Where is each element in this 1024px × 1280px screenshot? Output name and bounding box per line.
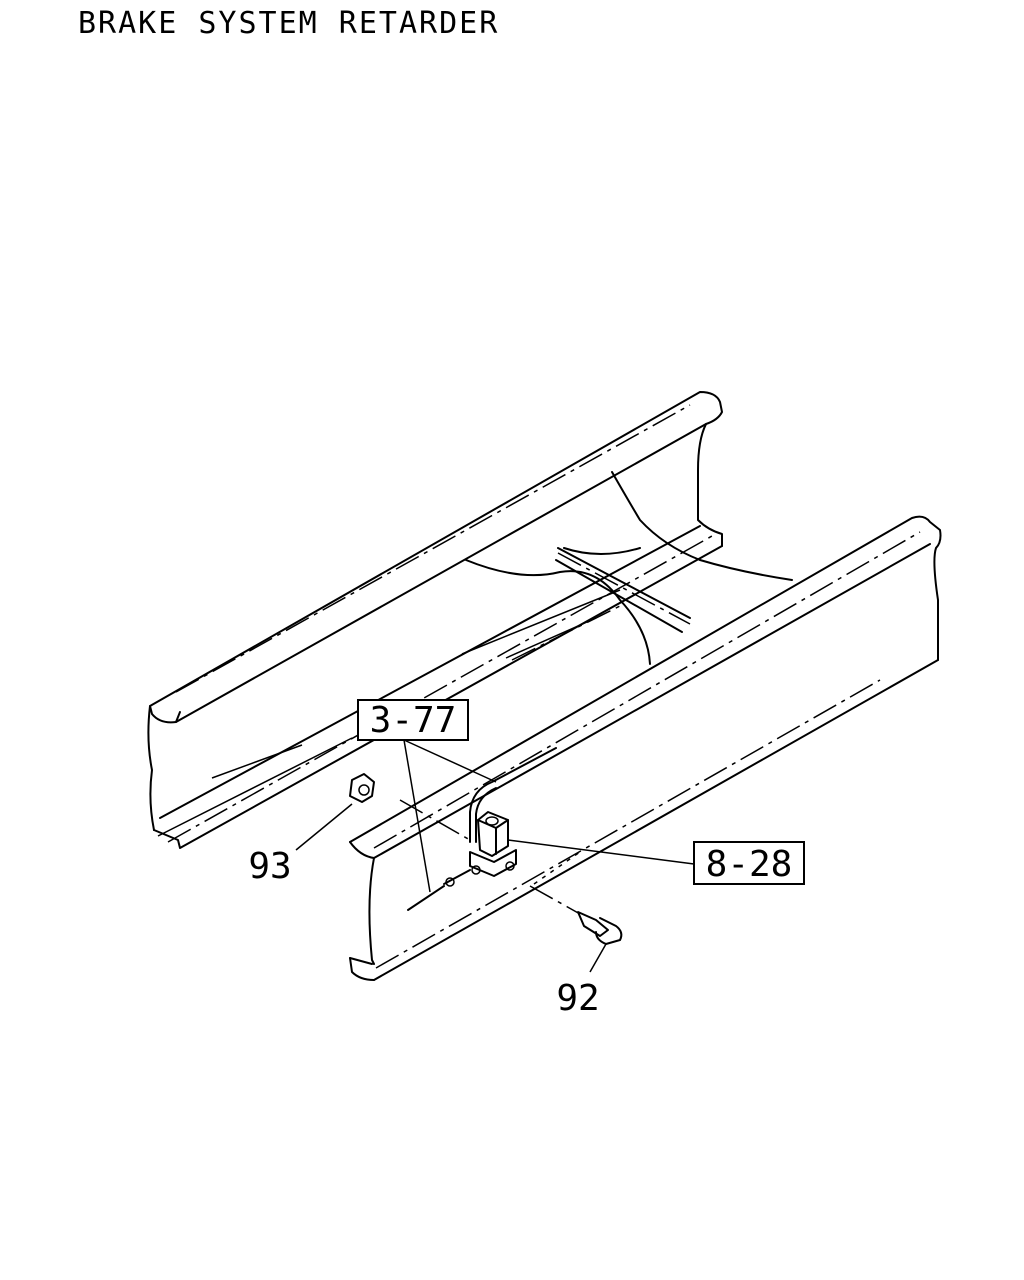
part-label-92[interactable]: 92 [556, 978, 599, 1019]
cross-member [465, 471, 793, 665]
leader-line-3-77 [403, 739, 431, 893]
part-label-93[interactable]: 93 [248, 846, 291, 887]
page-title: BRAKE SYSTEM RETARDER [78, 6, 500, 41]
bolt-part-92[interactable] [577, 911, 623, 973]
callout-8-28-label: 8-28 [706, 844, 793, 885]
retarder-valve-assembly [399, 747, 581, 915]
left-frame-rail [147, 391, 723, 849]
leader-line-3-77 [403, 739, 497, 783]
nut-part-93[interactable] [295, 773, 375, 851]
callout-8-28[interactable]: 8-28 [693, 841, 805, 885]
callout-3-77[interactable]: 3-77 [357, 699, 469, 741]
leader-line-8-28 [507, 839, 695, 865]
right-frame-rail [349, 515, 942, 981]
callout-3-77-label: 3-77 [370, 700, 457, 741]
